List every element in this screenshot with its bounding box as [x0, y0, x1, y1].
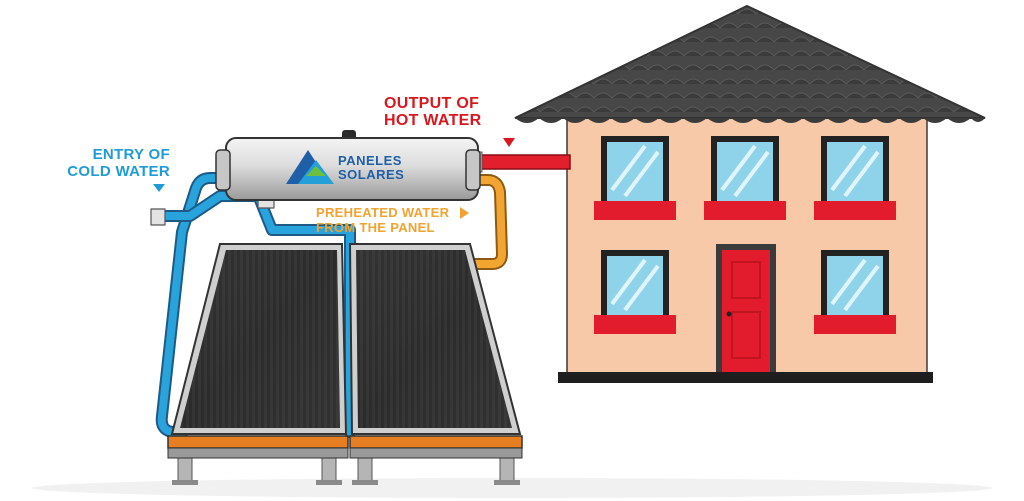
preheated-water-pipe: [470, 174, 508, 270]
cold-label-line-2: COLD WATER: [67, 163, 170, 180]
house: [514, 4, 986, 383]
brand-line-1: PANELES: [338, 153, 402, 168]
preheated-water-label: PREHEATED WATER FROM THE PANEL: [316, 205, 449, 235]
brand-line-2: SOLARES: [338, 167, 405, 182]
preheat-arrow-icon: [460, 207, 469, 219]
solar-panel-left: [167, 243, 349, 485]
window-bottom-left: [594, 250, 676, 334]
hot-water-pipe: [473, 151, 571, 173]
cold-label-line-1: ENTRY OF: [92, 146, 170, 163]
hot-label-line-1: OUTPUT OF: [384, 95, 480, 112]
ground-shadow: [32, 478, 992, 498]
window-top-left: [594, 136, 676, 220]
door-knob: [726, 311, 732, 317]
cold-arrow-icon: [153, 184, 165, 192]
solar-panel-right: [348, 243, 523, 485]
water-tank: [215, 130, 481, 201]
hot-arrow-icon: [503, 138, 515, 147]
preheat-label-line-1: PREHEATED WATER: [316, 205, 450, 220]
hot-water-label: OUTPUT OF HOT WATER: [384, 95, 482, 129]
brand-logo-icon: [286, 150, 334, 184]
house-roof: [514, 4, 986, 123]
front-door: [716, 244, 776, 372]
cold-water-label: ENTRY OF COLD WATER: [58, 146, 170, 180]
brand-name: PANELES SOLARES: [338, 154, 404, 182]
window-top-right: [814, 136, 896, 220]
house-foundation: [558, 372, 933, 383]
window-bottom-right: [814, 250, 896, 334]
window-top-center: [704, 136, 786, 220]
preheat-label-line-2: FROM THE PANEL: [316, 220, 435, 235]
hot-label-line-2: HOT WATER: [384, 112, 482, 129]
